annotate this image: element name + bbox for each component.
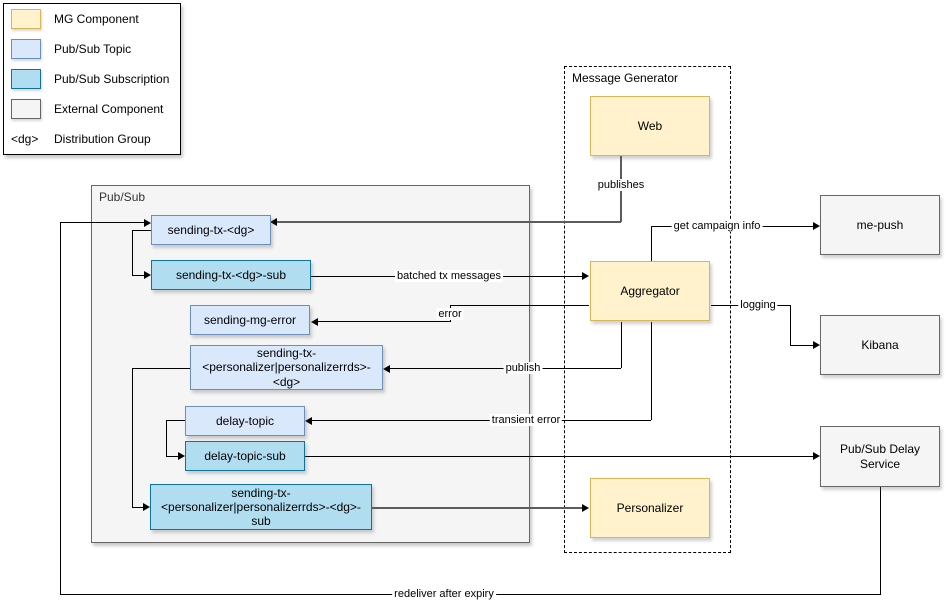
arrowhead-into-sending-tx-personalizer-dg — [383, 365, 390, 373]
edge-error-seg-3 — [317, 321, 451, 322]
edge-label-publish: publish — [503, 362, 543, 374]
pubsub-topic-swatch — [11, 39, 41, 59]
edge-publishes-seg-left — [277, 221, 621, 223]
node-me-push: me-push — [820, 195, 940, 255]
edge-delay-service-seg — [305, 456, 813, 457]
edge-label-get-campaign-info: get campaign info — [671, 220, 763, 232]
pubsub-container-title: Pub/Sub — [99, 190, 146, 204]
arrowhead-into-sending-tx-dg-right — [270, 218, 277, 226]
edge-redeliver-seg-down — [880, 487, 881, 594]
node-sending-tx-dg-sub: sending-tx-<dg>-sub — [151, 260, 311, 290]
arrowhead-into-delay-topic — [305, 417, 312, 425]
node-sending-mg-error: sending-mg-error — [190, 305, 310, 335]
edge-publish-seg-down — [621, 322, 622, 368]
node-web: Web — [590, 96, 710, 156]
message-generator-container-title: Message Generator — [572, 71, 679, 85]
edge-redeliver-seg-into-topic — [60, 222, 144, 223]
mg-component-swatch — [11, 9, 41, 29]
arrowhead-into-kibana — [813, 341, 820, 349]
edge-topic-to-sub-seg-3 — [132, 275, 144, 276]
arrowhead-into-pubsub-delay-service — [813, 452, 820, 460]
arrowhead-into-sending-tx-dg-sub — [144, 271, 151, 279]
arrowhead-into-aggregator-left — [582, 272, 589, 280]
arrowhead-into-sending-tx-dg-left — [144, 219, 151, 227]
edge-label-publishes: publishes — [595, 179, 647, 191]
edge-transient-seg-left — [311, 420, 651, 421]
arrowhead-into-delay-topic-sub — [178, 452, 185, 460]
edge-personalizer-topic-to-sub-seg-2 — [132, 368, 133, 507]
node-delay-topic-sub: delay-topic-sub — [185, 441, 305, 471]
node-kibana: Kibana — [820, 315, 940, 375]
legend-item-pubsub-topic: Pub/Sub Topic — [4, 34, 180, 64]
legend-item-label: Pub/Sub Subscription — [54, 72, 170, 86]
legend-item-label: Pub/Sub Topic — [54, 42, 132, 56]
edge-label-batched-tx-messages: batched tx messages — [395, 270, 503, 282]
edge-label-logging: logging — [738, 299, 778, 311]
legend-item-external-component: External Component — [4, 94, 180, 124]
edge-personalizer-topic-to-sub-seg-1 — [132, 368, 190, 369]
external-component-swatch — [11, 99, 41, 119]
edge-topic-to-sub-seg-2 — [132, 230, 133, 275]
edge-delay-to-sub-seg-2 — [166, 420, 167, 456]
edge-logging-seg-2 — [790, 305, 791, 345]
edge-redeliver-seg-up — [60, 222, 61, 594]
legend-item-label: External Component — [54, 102, 164, 116]
edge-label-error: error — [436, 308, 464, 320]
edge-delay-to-sub-seg-1 — [166, 420, 185, 421]
legend-item-pubsub-subscription: Pub/Sub Subscription — [4, 64, 180, 94]
edge-to-personalizer-seg — [372, 507, 582, 509]
node-sending-tx-personalizer-dg: sending-tx-<personalizer|personalizerrds… — [190, 345, 383, 390]
arrowhead-into-sending-tx-personalizer-dg-sub — [143, 503, 150, 511]
legend-item-mg-component: MG Component — [4, 4, 180, 34]
node-aggregator: Aggregator — [590, 261, 710, 321]
edge-personalizer-topic-to-sub-seg-3 — [132, 507, 143, 508]
pubsub-subscription-swatch — [11, 69, 41, 89]
node-personalizer: Personalizer — [590, 478, 710, 538]
edge-label-transient-error: transient error — [489, 414, 563, 426]
edge-error-seg-1 — [450, 305, 589, 306]
edge-logging-seg-3 — [790, 345, 813, 346]
legend: MG Component Pub/Sub Topic Pub/Sub Subsc… — [3, 3, 181, 155]
node-sending-tx-dg: sending-tx-<dg> — [151, 215, 271, 245]
edge-delay-to-sub-seg-3 — [166, 456, 178, 457]
arrowhead-into-personalizer — [582, 504, 589, 512]
legend-item-distribution-group: <dg> Distribution Group — [4, 124, 180, 154]
message-generator-container: Message Generator — [564, 66, 731, 553]
node-pubsub-delay-service: Pub/Sub Delay Service — [820, 426, 940, 487]
arrowhead-into-sending-mg-error — [311, 318, 318, 326]
edge-topic-to-sub-seg-1 — [132, 230, 151, 231]
dg-symbol: <dg> — [11, 132, 39, 146]
node-delay-topic: delay-topic — [185, 406, 305, 436]
node-sending-tx-personalizer-dg-sub: sending-tx-<personalizer|personalizerrds… — [150, 484, 372, 530]
edge-campaign-seg-up — [651, 226, 652, 261]
legend-item-label: MG Component — [54, 12, 139, 26]
legend-item-label: Distribution Group — [54, 132, 151, 146]
arrowhead-into-me-push — [813, 222, 820, 230]
edge-label-redeliver-after-expiry: redeliver after expiry — [392, 588, 496, 600]
edge-transient-seg-down — [651, 322, 652, 420]
